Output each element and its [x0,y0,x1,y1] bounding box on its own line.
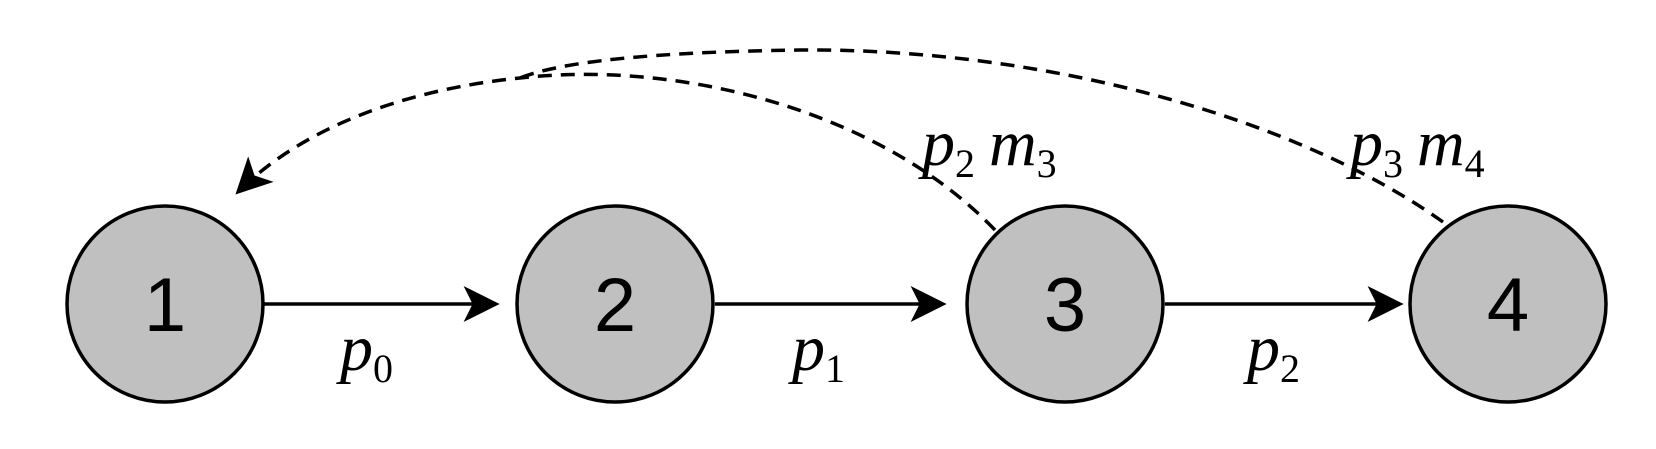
edge-label-p2: p2 [1243,312,1300,391]
edge-label-p2-var: p [1243,312,1280,385]
edge-label-m4-var: m [1417,107,1465,180]
edge-label-m3-sub: 3 [1037,141,1057,186]
node-3-circle [965,204,1165,404]
node-3-label: 3 [1044,263,1086,348]
edge-label-m4-sub: 4 [1465,141,1485,186]
edge-label-p2-var-back: p [918,107,955,180]
node-1: 1 [65,204,265,404]
dashed-edge-3-to-1 [235,72,997,232]
node-2: 2 [515,204,715,404]
edge-label-m3-var: m [989,107,1037,180]
edge-label-p2-sub: 2 [1280,346,1300,391]
edge-label-p1: p1 [788,312,845,391]
edge-label-p3-sub: 3 [1383,141,1403,186]
edge-label-p2-sub-back: 2 [955,141,975,186]
node-4-circle [1408,204,1608,404]
node-1-label: 1 [144,263,186,348]
node-4-label: 4 [1487,263,1529,348]
node-4: 4 [1408,204,1608,404]
edge-label-p1-var: p [788,312,825,385]
edge-label-p3-var: p [1346,107,1383,180]
node-3: 3 [965,204,1165,404]
dashed-edge-4-to-1 [519,48,1445,224]
edge-label-p0: p0 [336,312,393,391]
node-2-circle [515,204,715,404]
edge-label-p0-sub: 0 [373,346,393,391]
node-2-label: 2 [594,263,636,348]
edge-label-p1-sub: 1 [825,346,845,391]
node-1-circle [65,204,265,404]
edge-label-p0-var: p [336,312,373,385]
